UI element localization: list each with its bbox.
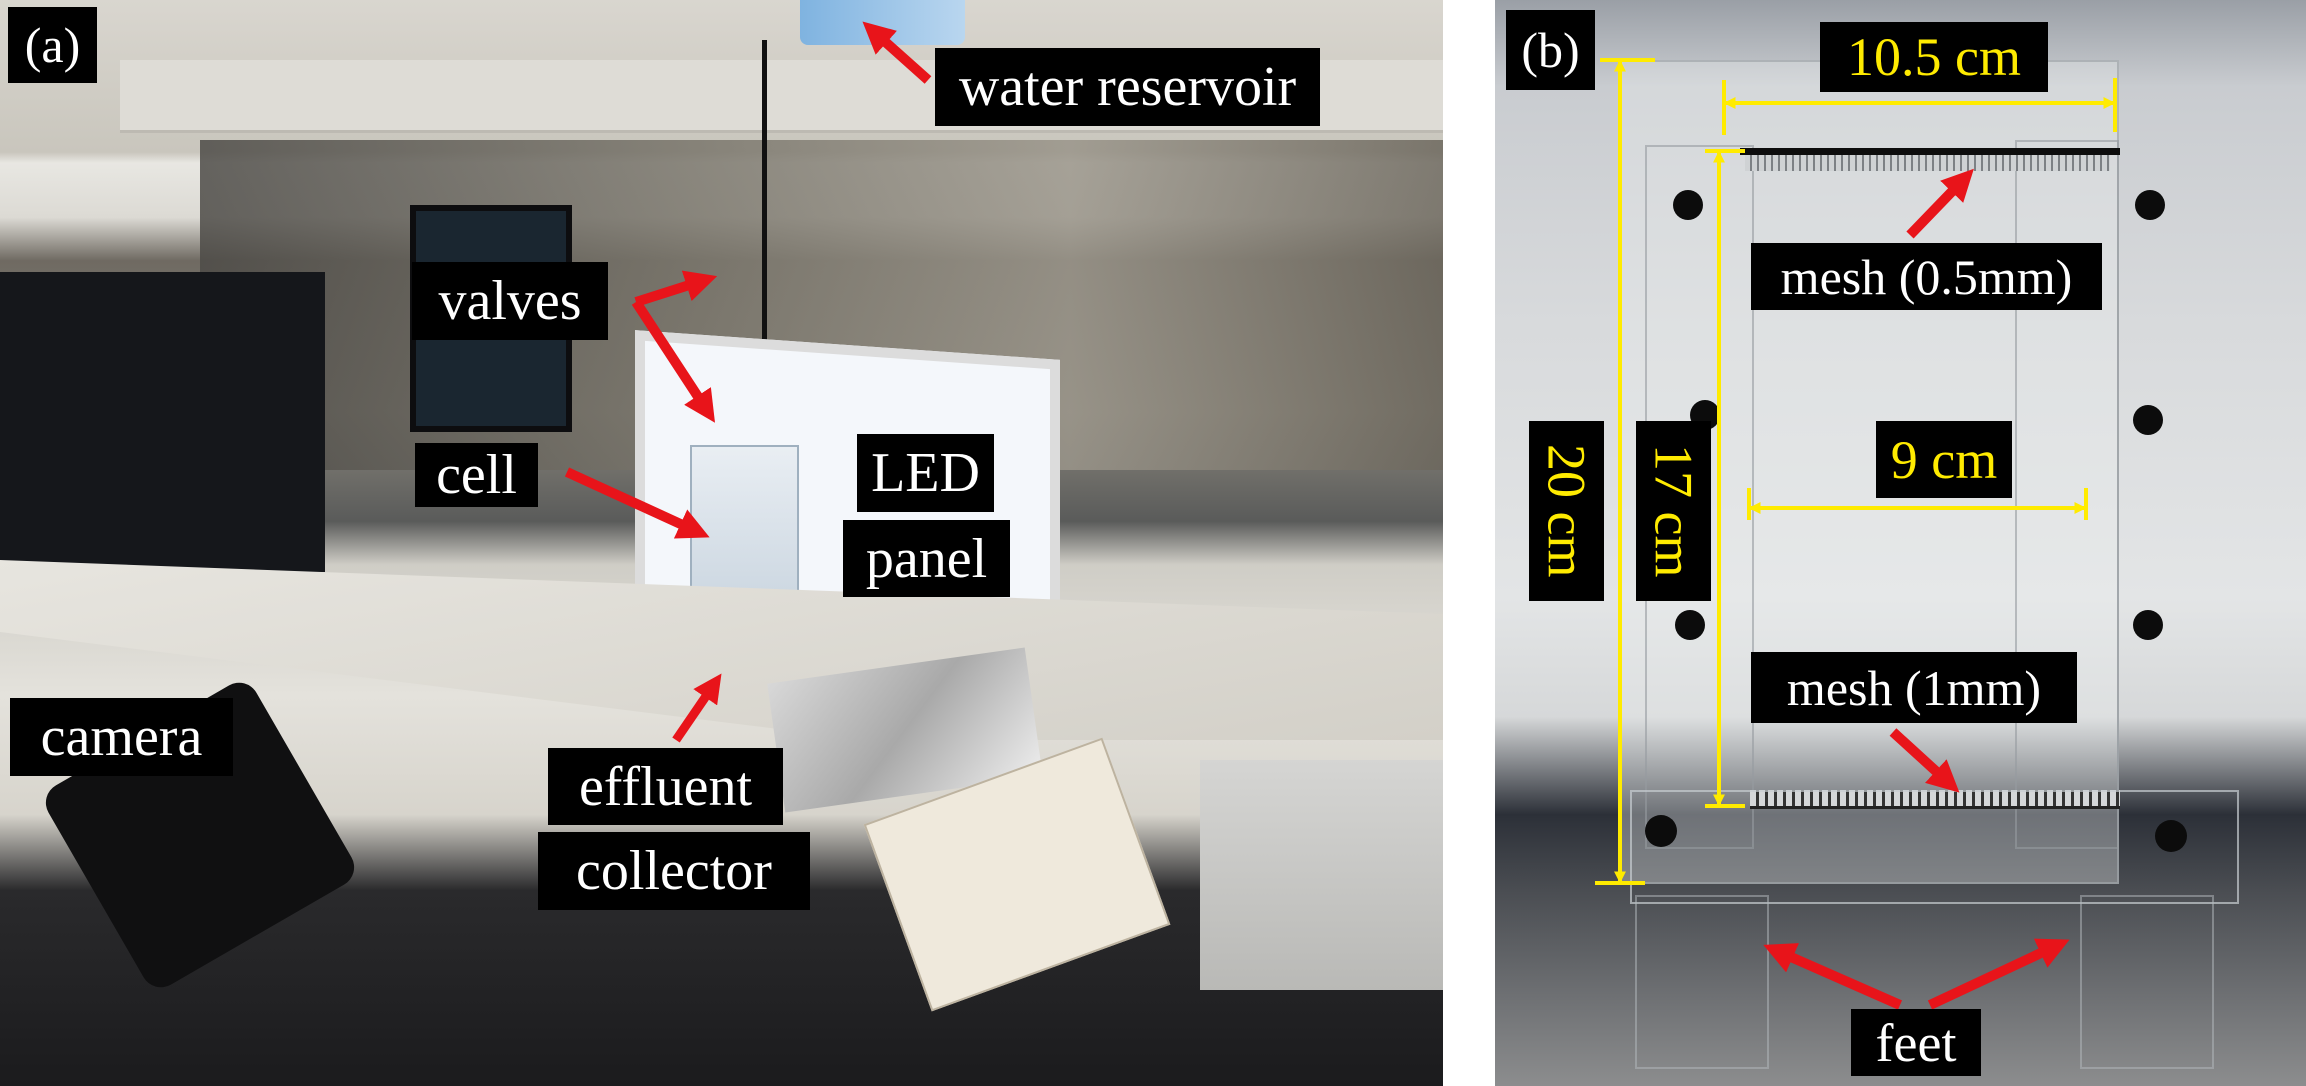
feet-right	[2080, 895, 2214, 1069]
wing-nut-6	[2133, 610, 2163, 640]
mesh-bottom-plate	[1750, 790, 2120, 809]
label-mesh-0-5mm: mesh (0.5mm)	[1751, 243, 2102, 310]
base-tray	[1630, 790, 2239, 904]
arrow-feet-right	[1927, 938, 2070, 1010]
label-water-reservoir: water reservoir	[935, 48, 1320, 126]
panel-b-tag: (b)	[1506, 10, 1595, 90]
wing-nut-1	[1673, 190, 1703, 220]
label-mesh-1mm: mesh (1mm)	[1751, 652, 2077, 723]
mesh-top-bar	[1740, 148, 2120, 155]
label-effluent: effluent	[548, 748, 783, 825]
arrow-feet-left	[1763, 943, 1903, 1010]
mesh-top-grid	[1745, 155, 2110, 171]
label-feet: feet	[1851, 1009, 1981, 1076]
wing-nut-3	[1675, 610, 1705, 640]
label-led: LED	[857, 434, 994, 512]
label-collector: collector	[538, 832, 810, 910]
label-panel: panel	[843, 520, 1010, 597]
dim-label-20cm: 20 cm	[1529, 421, 1604, 601]
water-reservoir-bottle	[800, 0, 965, 45]
label-valves: valves	[412, 262, 608, 340]
label-camera: camera	[10, 698, 233, 776]
panel-b-cell-device-photo: (b) 10.5 cm 9 cm 20 cm 17 cm mesh (0.5mm…	[1495, 0, 2306, 1086]
cell-right-frame	[2015, 140, 2119, 849]
dim-label-9cm: 9 cm	[1876, 421, 2012, 498]
wing-nut-4	[2135, 190, 2165, 220]
panel-a-lab-setup-photo: (a) water reservoir valves cell LED pane…	[0, 0, 1443, 1086]
label-cell: cell	[415, 443, 538, 507]
wing-nut-5	[2133, 405, 2163, 435]
wing-nut-8	[2155, 820, 2187, 852]
wing-nut-7	[1645, 815, 1677, 847]
feet-left	[1635, 895, 1769, 1069]
dim-label-10-5cm: 10.5 cm	[1820, 22, 2048, 92]
balance-scale	[1200, 760, 1443, 990]
dim-label-17cm: 17 cm	[1636, 421, 1711, 601]
panel-a-tag: (a)	[8, 7, 97, 83]
tubing	[762, 40, 767, 430]
computer-tower	[0, 272, 325, 572]
